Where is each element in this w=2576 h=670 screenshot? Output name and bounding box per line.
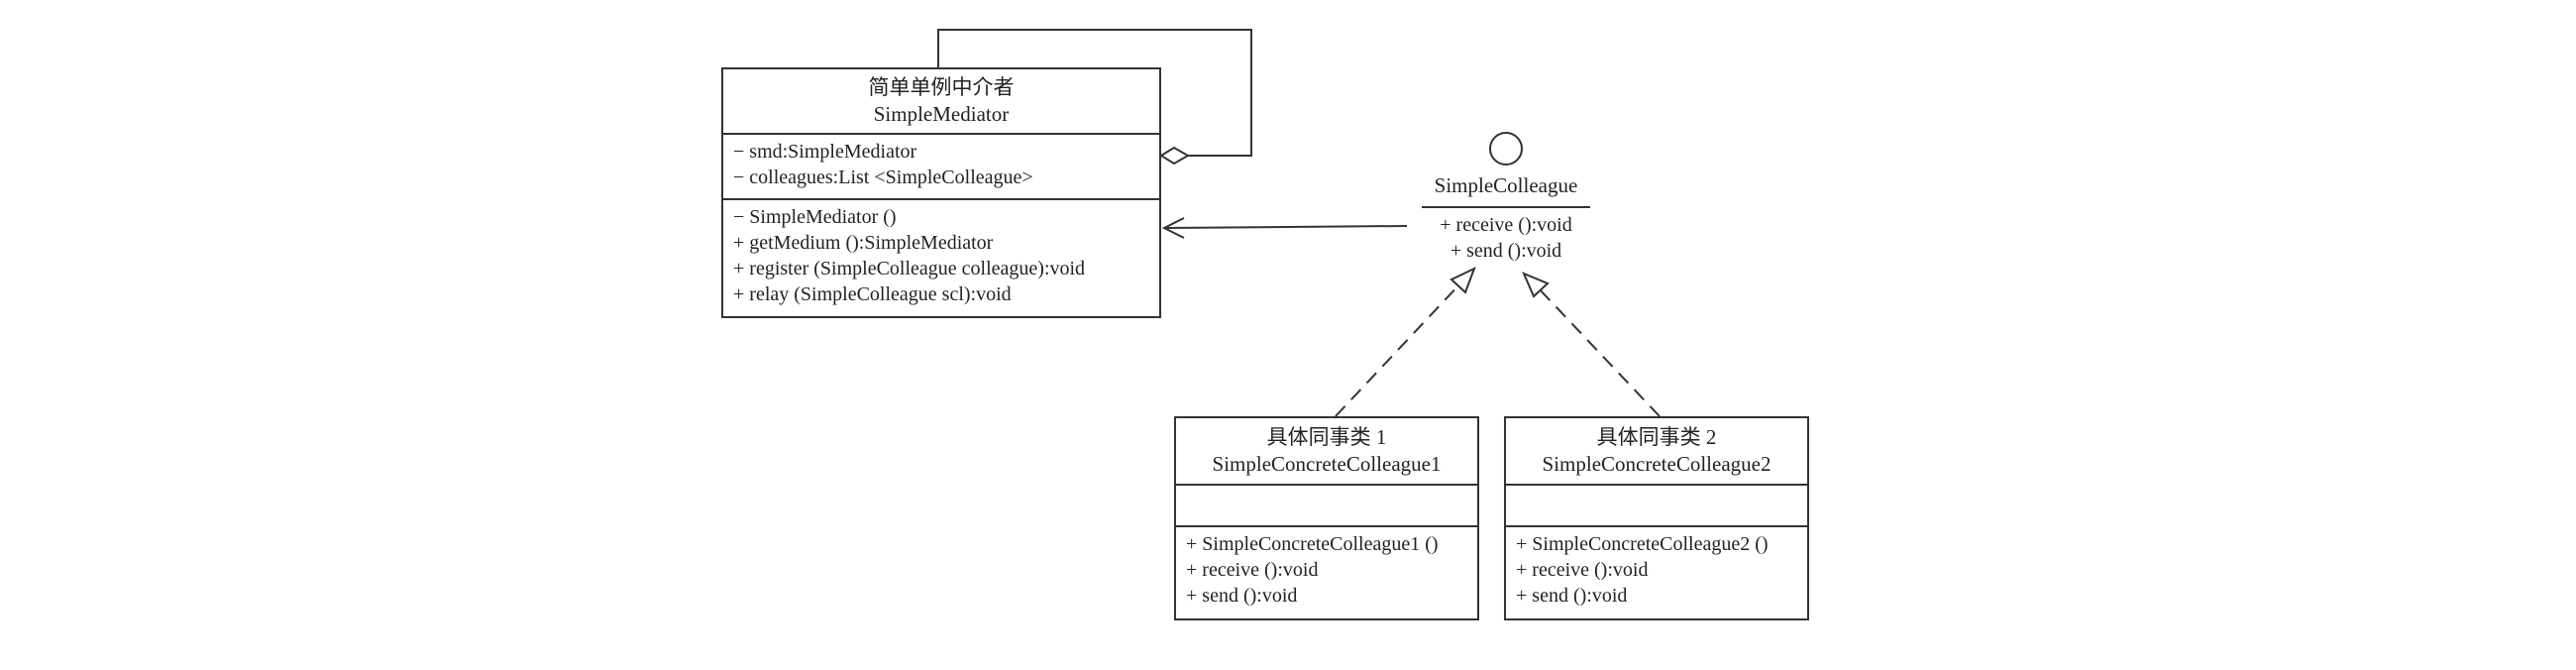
operation-send-1: + send ():void bbox=[1186, 585, 1298, 607]
concrete-colleague-2-en-name: SimpleConcreteColleague2 bbox=[1542, 452, 1771, 476]
concrete-colleague-1-class: 具体同事类 1 SimpleConcreteColleague1 + Simpl… bbox=[1174, 416, 1479, 620]
concrete-colleague-1-header: 具体同事类 1 SimpleConcreteColleague1 bbox=[1176, 418, 1477, 486]
realization-arrowhead-1 bbox=[1449, 267, 1476, 294]
interface-operation-send: + send ():void bbox=[1449, 240, 1562, 262]
operation-receive-1: + receive ():void bbox=[1186, 559, 1319, 581]
concrete-colleague-1-operations: + SimpleConcreteColleague1 () + receive … bbox=[1176, 527, 1477, 613]
operation-relay: + relay (SimpleColleague scl):void bbox=[733, 283, 1012, 305]
association-line bbox=[1163, 225, 1408, 229]
attribute-colleagues: − colleagues:List <SimpleColleague> bbox=[733, 167, 1033, 188]
simple-colleague-interface: SimpleColleague + receive ():void + send… bbox=[1422, 170, 1590, 264]
operation-constructor-1: + SimpleConcreteColleague1 () bbox=[1186, 533, 1439, 555]
operation-send-2: + send ():void bbox=[1516, 585, 1628, 607]
simple-mediator-header: 简单单例中介者 SimpleMediator bbox=[723, 69, 1159, 135]
simple-mediator-class: 简单单例中介者 SimpleMediator − smd:SimpleMedia… bbox=[721, 67, 1161, 318]
concrete-colleague-2-operations: + SimpleConcreteColleague2 () + receive … bbox=[1506, 527, 1807, 613]
operation-constructor-2: + SimpleConcreteColleague2 () bbox=[1516, 533, 1769, 555]
interface-operation-receive: + receive ():void bbox=[1440, 214, 1572, 236]
concrete-colleague-2-attributes bbox=[1506, 486, 1807, 527]
realization-line-1 bbox=[1335, 281, 1462, 417]
concrete-colleague-1-attributes bbox=[1176, 486, 1477, 527]
self-association-line bbox=[937, 29, 1252, 157]
operation-constructor: − SimpleMediator () bbox=[733, 206, 897, 228]
realization-line-2 bbox=[1537, 286, 1661, 417]
interface-circle bbox=[1489, 132, 1523, 166]
concrete-colleague-2-cn-name: 具体同事类 2 bbox=[1596, 424, 1717, 449]
realization-arrowhead-2 bbox=[1522, 272, 1550, 298]
simple-colleague-name: SimpleColleague bbox=[1422, 170, 1590, 208]
attribute-smd: − smd:SimpleMediator bbox=[733, 141, 917, 163]
simple-mediator-operations: − SimpleMediator () + getMedium ():Simpl… bbox=[723, 200, 1159, 311]
concrete-colleague-2-header: 具体同事类 2 SimpleConcreteColleague2 bbox=[1506, 418, 1807, 486]
simple-mediator-attributes: − smd:SimpleMediator − colleagues:List <… bbox=[723, 135, 1159, 200]
association-arrowhead bbox=[1161, 217, 1185, 239]
operation-register: + register (SimpleColleague colleague):v… bbox=[733, 258, 1086, 279]
concrete-colleague-1-en-name: SimpleConcreteColleague1 bbox=[1212, 452, 1442, 476]
concrete-colleague-2-class: 具体同事类 2 SimpleConcreteColleague2 + Simpl… bbox=[1504, 416, 1809, 620]
operation-get-medium: + getMedium ():SimpleMediator bbox=[733, 232, 994, 254]
aggregation-diamond bbox=[1159, 146, 1191, 166]
simple-mediator-cn-name: 简单单例中介者 bbox=[868, 74, 1015, 99]
concrete-colleague-1-cn-name: 具体同事类 1 bbox=[1266, 424, 1387, 449]
operation-receive-2: + receive ():void bbox=[1516, 559, 1649, 581]
simple-mediator-en-name: SimpleMediator bbox=[873, 102, 1010, 126]
